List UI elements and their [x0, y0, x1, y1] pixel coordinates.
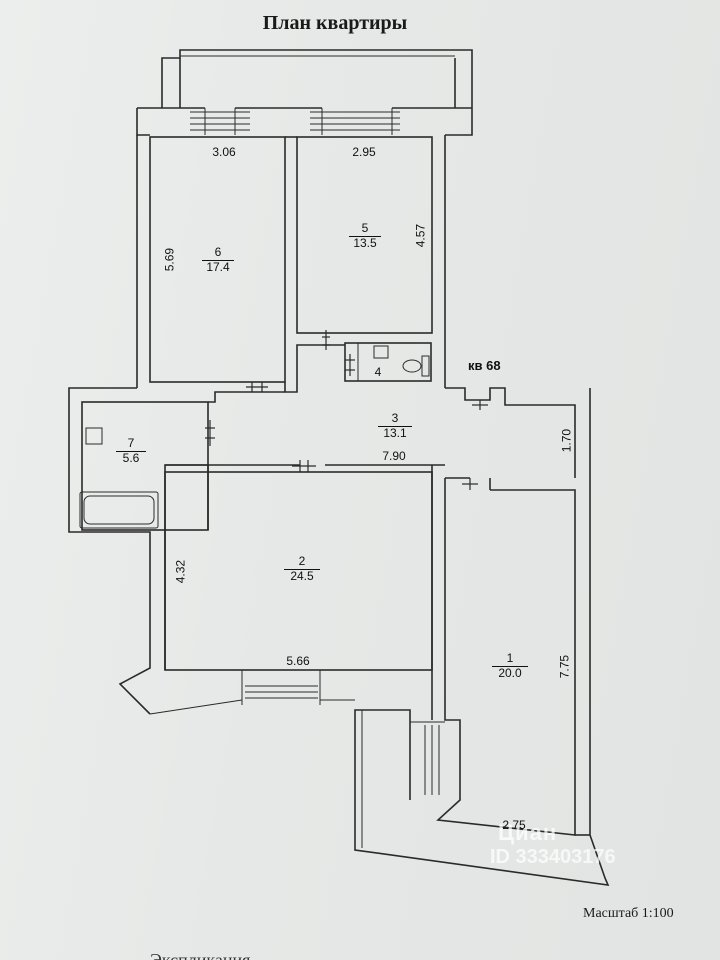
dim-room5-length: 4.57: [413, 223, 428, 248]
room-6-number: 6: [202, 245, 234, 261]
room-2-number: 2: [284, 554, 320, 570]
room-1-area: 20.0: [498, 665, 522, 680]
room-2-label: 2 24.5: [284, 554, 320, 584]
room-1-number: 1: [492, 651, 528, 667]
room-1-outline: [436, 478, 576, 836]
dim-hall-width: 1.70: [559, 428, 574, 453]
room-4-label: 4: [370, 365, 386, 380]
room-3-area: 13.1: [383, 425, 407, 440]
dim-room1-length: 7.75: [557, 654, 572, 679]
room-7-number: 7: [116, 436, 146, 452]
room-5-label: 5 13.5: [349, 221, 381, 251]
room-5-area: 13.5: [353, 235, 377, 250]
room-4-outline: [344, 342, 432, 382]
footer-partial-heading: Экспликация: [150, 950, 251, 960]
room-7-outline: [81, 401, 209, 531]
dim-room2-width: 5.66: [286, 654, 310, 668]
room-7-area: 5.6: [122, 450, 140, 465]
room-1-label: 1 20.0: [492, 651, 528, 681]
window-room2: [149, 670, 363, 848]
room-7-label: 7 5.6: [116, 436, 146, 466]
outer-wall-right: [354, 388, 610, 886]
window-room5: [310, 108, 400, 135]
room-3-number: 3: [378, 411, 412, 427]
room-2-area: 24.5: [290, 568, 314, 583]
outer-wall-top: [136, 108, 150, 136]
balcony-outline: [161, 49, 473, 108]
room-6-area: 17.4: [206, 259, 230, 274]
apartment-number: кв 68: [468, 358, 501, 373]
window-room6: [190, 108, 250, 135]
dim-hall-length: 7.90: [382, 449, 406, 463]
room-5-number: 5: [349, 221, 381, 237]
door-marks: [205, 330, 488, 490]
wc-sink: [373, 345, 389, 359]
room-6-label: 6 17.4: [202, 245, 234, 275]
room-6-outline: [149, 136, 286, 383]
scale-label: Масштаб 1:100: [583, 906, 674, 921]
room-3-label: 3 13.1: [378, 411, 412, 441]
bathroom-sink: [85, 427, 103, 445]
dim-room6-length: 5.69: [162, 247, 177, 272]
page-title: План квартиры: [262, 12, 408, 34]
outer-wall-left: [68, 387, 151, 715]
bathtub-icon: [79, 491, 159, 529]
room-4-number: 4: [374, 365, 382, 379]
toilet-icon: [402, 359, 422, 373]
dim-room6-width: 3.06: [212, 145, 236, 159]
window-room1: [410, 721, 445, 795]
dim-room1-width: 2.75: [502, 818, 526, 832]
watermark-brand: Циан: [498, 820, 558, 845]
dim-room5-width: 2.95: [352, 145, 376, 159]
room-5-outline: [296, 136, 433, 334]
dim-room2-length: 4.32: [173, 559, 188, 584]
watermark-id: ID 333403176: [490, 846, 616, 868]
